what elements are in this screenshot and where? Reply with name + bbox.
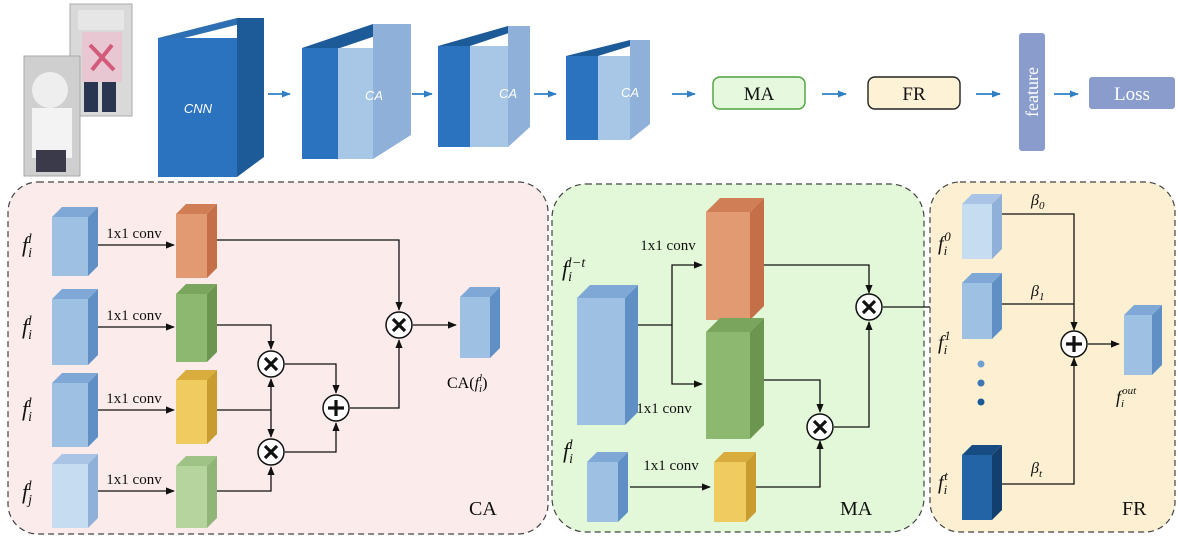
ma-panel-title: MA: [840, 498, 873, 520]
ma-pill-label: MA: [744, 84, 775, 105]
ca-input-label-3: fil: [22, 396, 32, 425]
ca-cube-3: CA: [566, 40, 650, 140]
ma-multiply-icon-1: [855, 293, 883, 321]
ma-orange-block: [706, 198, 764, 320]
fr-weight-label-0: β0: [1030, 192, 1045, 212]
ca-yellow-block: [176, 370, 217, 444]
ma-input-label-b: fil: [563, 438, 573, 467]
ma-conv-label-2: 1x1 conv: [636, 401, 692, 417]
ca-multiply-icon-2: [257, 438, 285, 466]
ca-orange-block: [176, 204, 217, 278]
loss-box: Loss: [1089, 77, 1175, 109]
ma-input-block-b: [587, 452, 628, 522]
feature-label: feature: [1022, 67, 1042, 117]
ca-multiply-icon-3: [385, 311, 413, 339]
ca-panel: fil fil fil fjl 1x1 conv 1x1 conv 1x1 co…: [7, 181, 549, 535]
ca-conv-label-1: 1x1 conv: [106, 226, 162, 242]
ca-input-label-2: fil: [22, 314, 32, 343]
ma-yellow-block: [714, 452, 756, 522]
ca-cube-2-label: CA: [499, 86, 517, 101]
ma-multiply-icon-2: [806, 413, 834, 441]
fr-input-block-0: [962, 194, 1002, 259]
fr-pill: FR: [867, 76, 961, 110]
fr-input-block-t: [962, 445, 1002, 520]
fr-input-label-t: fit: [938, 468, 948, 497]
ca-conv-label-3: 1x1 conv: [106, 391, 162, 407]
ca-conv-label-4: 1x1 conv: [106, 472, 162, 488]
ca-input-block-2: [52, 289, 98, 365]
feature-bar: feature: [1019, 33, 1045, 151]
ma-input-label-a: fil−t: [562, 256, 586, 285]
fr-input-label-0: fi0: [938, 229, 951, 258]
fr-output-label: fiout: [1116, 385, 1137, 410]
ca-cube-1: CA: [302, 24, 411, 159]
ca-input-block-1: [52, 207, 98, 276]
fr-input-block-1: [962, 273, 1002, 339]
ca-conv-label-2: 1x1 conv: [106, 308, 162, 324]
ma-panel: fil−t fil 1x1 conv 1x1 conv 1x1 conv: [551, 183, 925, 533]
input-person-images: [23, 3, 133, 177]
ca-input-block-3: [52, 373, 98, 447]
fr-add-icon: [1060, 330, 1088, 358]
ca-output-block: [460, 287, 500, 358]
ca-cube-1-label: CA: [365, 88, 383, 103]
fr-output-block: [1124, 305, 1162, 375]
fr-weight-label-1: β1: [1030, 283, 1044, 303]
ma-conv-label-3: 1x1 conv: [643, 458, 699, 474]
ca-input-label-1: fil: [22, 232, 32, 261]
ca-output-label: CA(fil): [447, 372, 487, 395]
ca-input-label-4: fjl: [22, 479, 32, 508]
ma-conv-label-1: 1x1 conv: [640, 238, 696, 254]
cnn-cube: CNN: [158, 18, 264, 177]
ca-light-green-block: [176, 456, 217, 528]
cnn-label: CNN: [184, 101, 213, 116]
ca-green-block: [176, 284, 217, 362]
ma-pill: MA: [712, 76, 806, 110]
ca-add-icon: [322, 394, 350, 422]
ma-input-block-a: [577, 285, 638, 425]
ca-cube-3-label: CA: [621, 85, 639, 100]
fr-ellipsis-dots: [977, 360, 985, 406]
fr-input-label-1: fi1: [938, 328, 951, 357]
fr-panel: fi0 fi1 fit β0 β1 βt fiout FR: [929, 181, 1176, 533]
ca-cube-2: CA: [438, 26, 530, 147]
fr-panel-title: FR: [1122, 498, 1147, 520]
ca-panel-title: CA: [469, 498, 497, 520]
fr-weight-label-t: βt: [1030, 460, 1043, 480]
fr-pill-label: FR: [902, 84, 926, 105]
ma-green-block: [706, 318, 764, 439]
ca-input-block-4: [52, 454, 98, 528]
loss-label: Loss: [1114, 84, 1150, 105]
ca-multiply-icon-1: [257, 350, 285, 378]
